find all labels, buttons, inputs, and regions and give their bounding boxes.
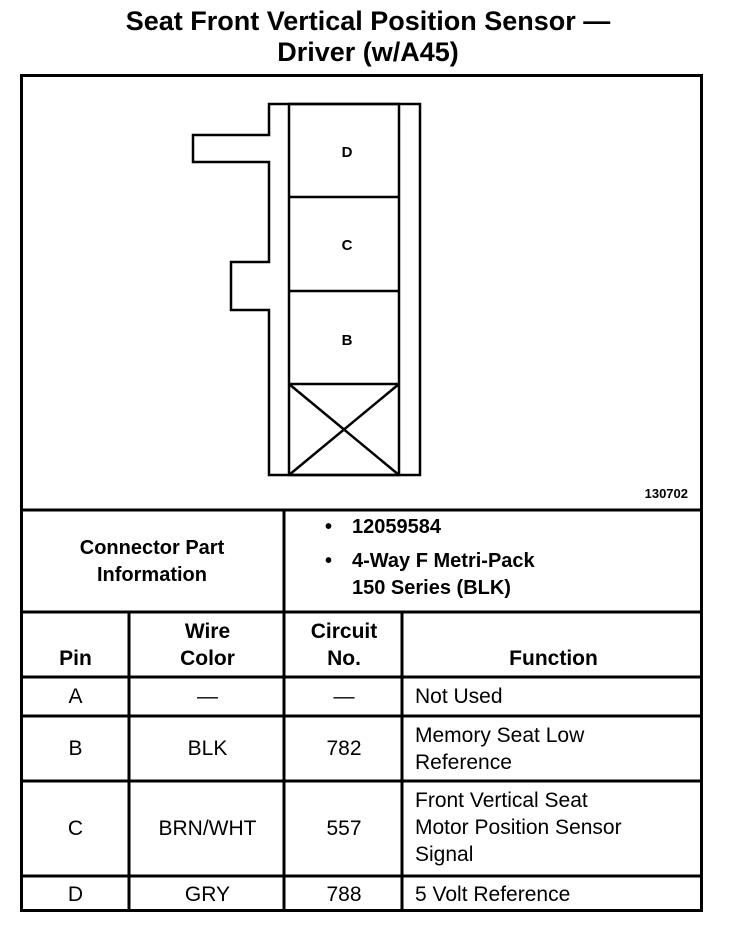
cavity-column	[287, 102, 401, 477]
title-line-2: Driver (w/A45)	[277, 37, 459, 67]
row-c-function-line-3: Signal	[415, 843, 474, 866]
connector-description-line-1: 4-Way F Metri-Pack	[352, 550, 535, 572]
row-a-function: Not Used	[415, 685, 503, 708]
connector-info-item-part-number: • 12059584	[300, 514, 700, 541]
connector-info-label-line-1: Connector Part	[79, 537, 225, 559]
pin-label-c: C	[342, 237, 353, 254]
title-line-1: Seat Front Vertical Position Sensor —	[125, 6, 611, 36]
pin-label-b: B	[342, 332, 353, 349]
row-b-function-line-1: Memory Seat Low	[415, 724, 585, 747]
page-title: Seat Front Vertical Position Sensor — Dr…	[0, 6, 736, 68]
row-a-circuit: —	[333, 685, 355, 708]
blank-cavity-cross-2	[288, 383, 400, 476]
header-wire-color-line-1: Wire	[184, 620, 231, 643]
connector-info-list: • 12059584 • 4-Way F Metri-Pack 150 Seri…	[300, 514, 700, 609]
connector-body-outline	[191, 102, 422, 477]
header-circuit: Circuit No.	[286, 618, 402, 672]
row-b-wire-color: BLK	[187, 737, 228, 760]
row-b-circuit: 782	[326, 737, 362, 760]
row-c-wire-color: BRN/WHT	[158, 817, 257, 840]
row-a-pin: A	[68, 685, 83, 708]
header-circuit-line-1: Circuit	[310, 620, 378, 643]
diagram-frame	[20, 74, 703, 912]
row-c-function-line-2: Motor Position Sensor	[415, 816, 622, 839]
connector-info-item-description: • 4-Way F Metri-Pack 150 Series (BLK)	[300, 548, 700, 602]
row-c-function-line-1: Front Vertical Seat	[415, 789, 588, 812]
pin-label-d: D	[342, 144, 353, 161]
part-number: 12059584	[352, 516, 441, 538]
bullet-icon: •	[325, 516, 333, 538]
header-wire-color: Wire Color	[131, 618, 284, 672]
row-c-circuit: 557	[326, 817, 362, 840]
row-c-function: Front Vertical Seat Motor Position Senso…	[415, 787, 700, 868]
row-d-circuit: 788	[326, 883, 362, 906]
row-b-pin: B	[68, 737, 83, 760]
row-d-pin: D	[67, 883, 84, 906]
row-a-wire-color: —	[197, 685, 218, 708]
connector-description-line-2: 150 Series (BLK)	[352, 577, 511, 599]
header-wire-color-line-2: Color	[180, 647, 235, 670]
row-c-pin: C	[67, 817, 84, 840]
connector-info-label-line-2: Information	[97, 564, 207, 586]
header-circuit-line-2: No.	[327, 647, 361, 670]
header-pin: Pin	[59, 647, 92, 670]
row-b-function: Memory Seat Low Reference	[415, 722, 700, 776]
row-d-wire-color: GRY	[184, 883, 231, 906]
figure-id: 130702	[645, 486, 688, 501]
bullet-icon: •	[325, 550, 333, 572]
connector-info-label: Connector Part Information	[20, 512, 284, 612]
header-function: Function	[509, 647, 598, 670]
row-d-function: 5 Volt Reference	[415, 883, 571, 906]
row-b-function-line-2: Reference	[415, 751, 512, 774]
